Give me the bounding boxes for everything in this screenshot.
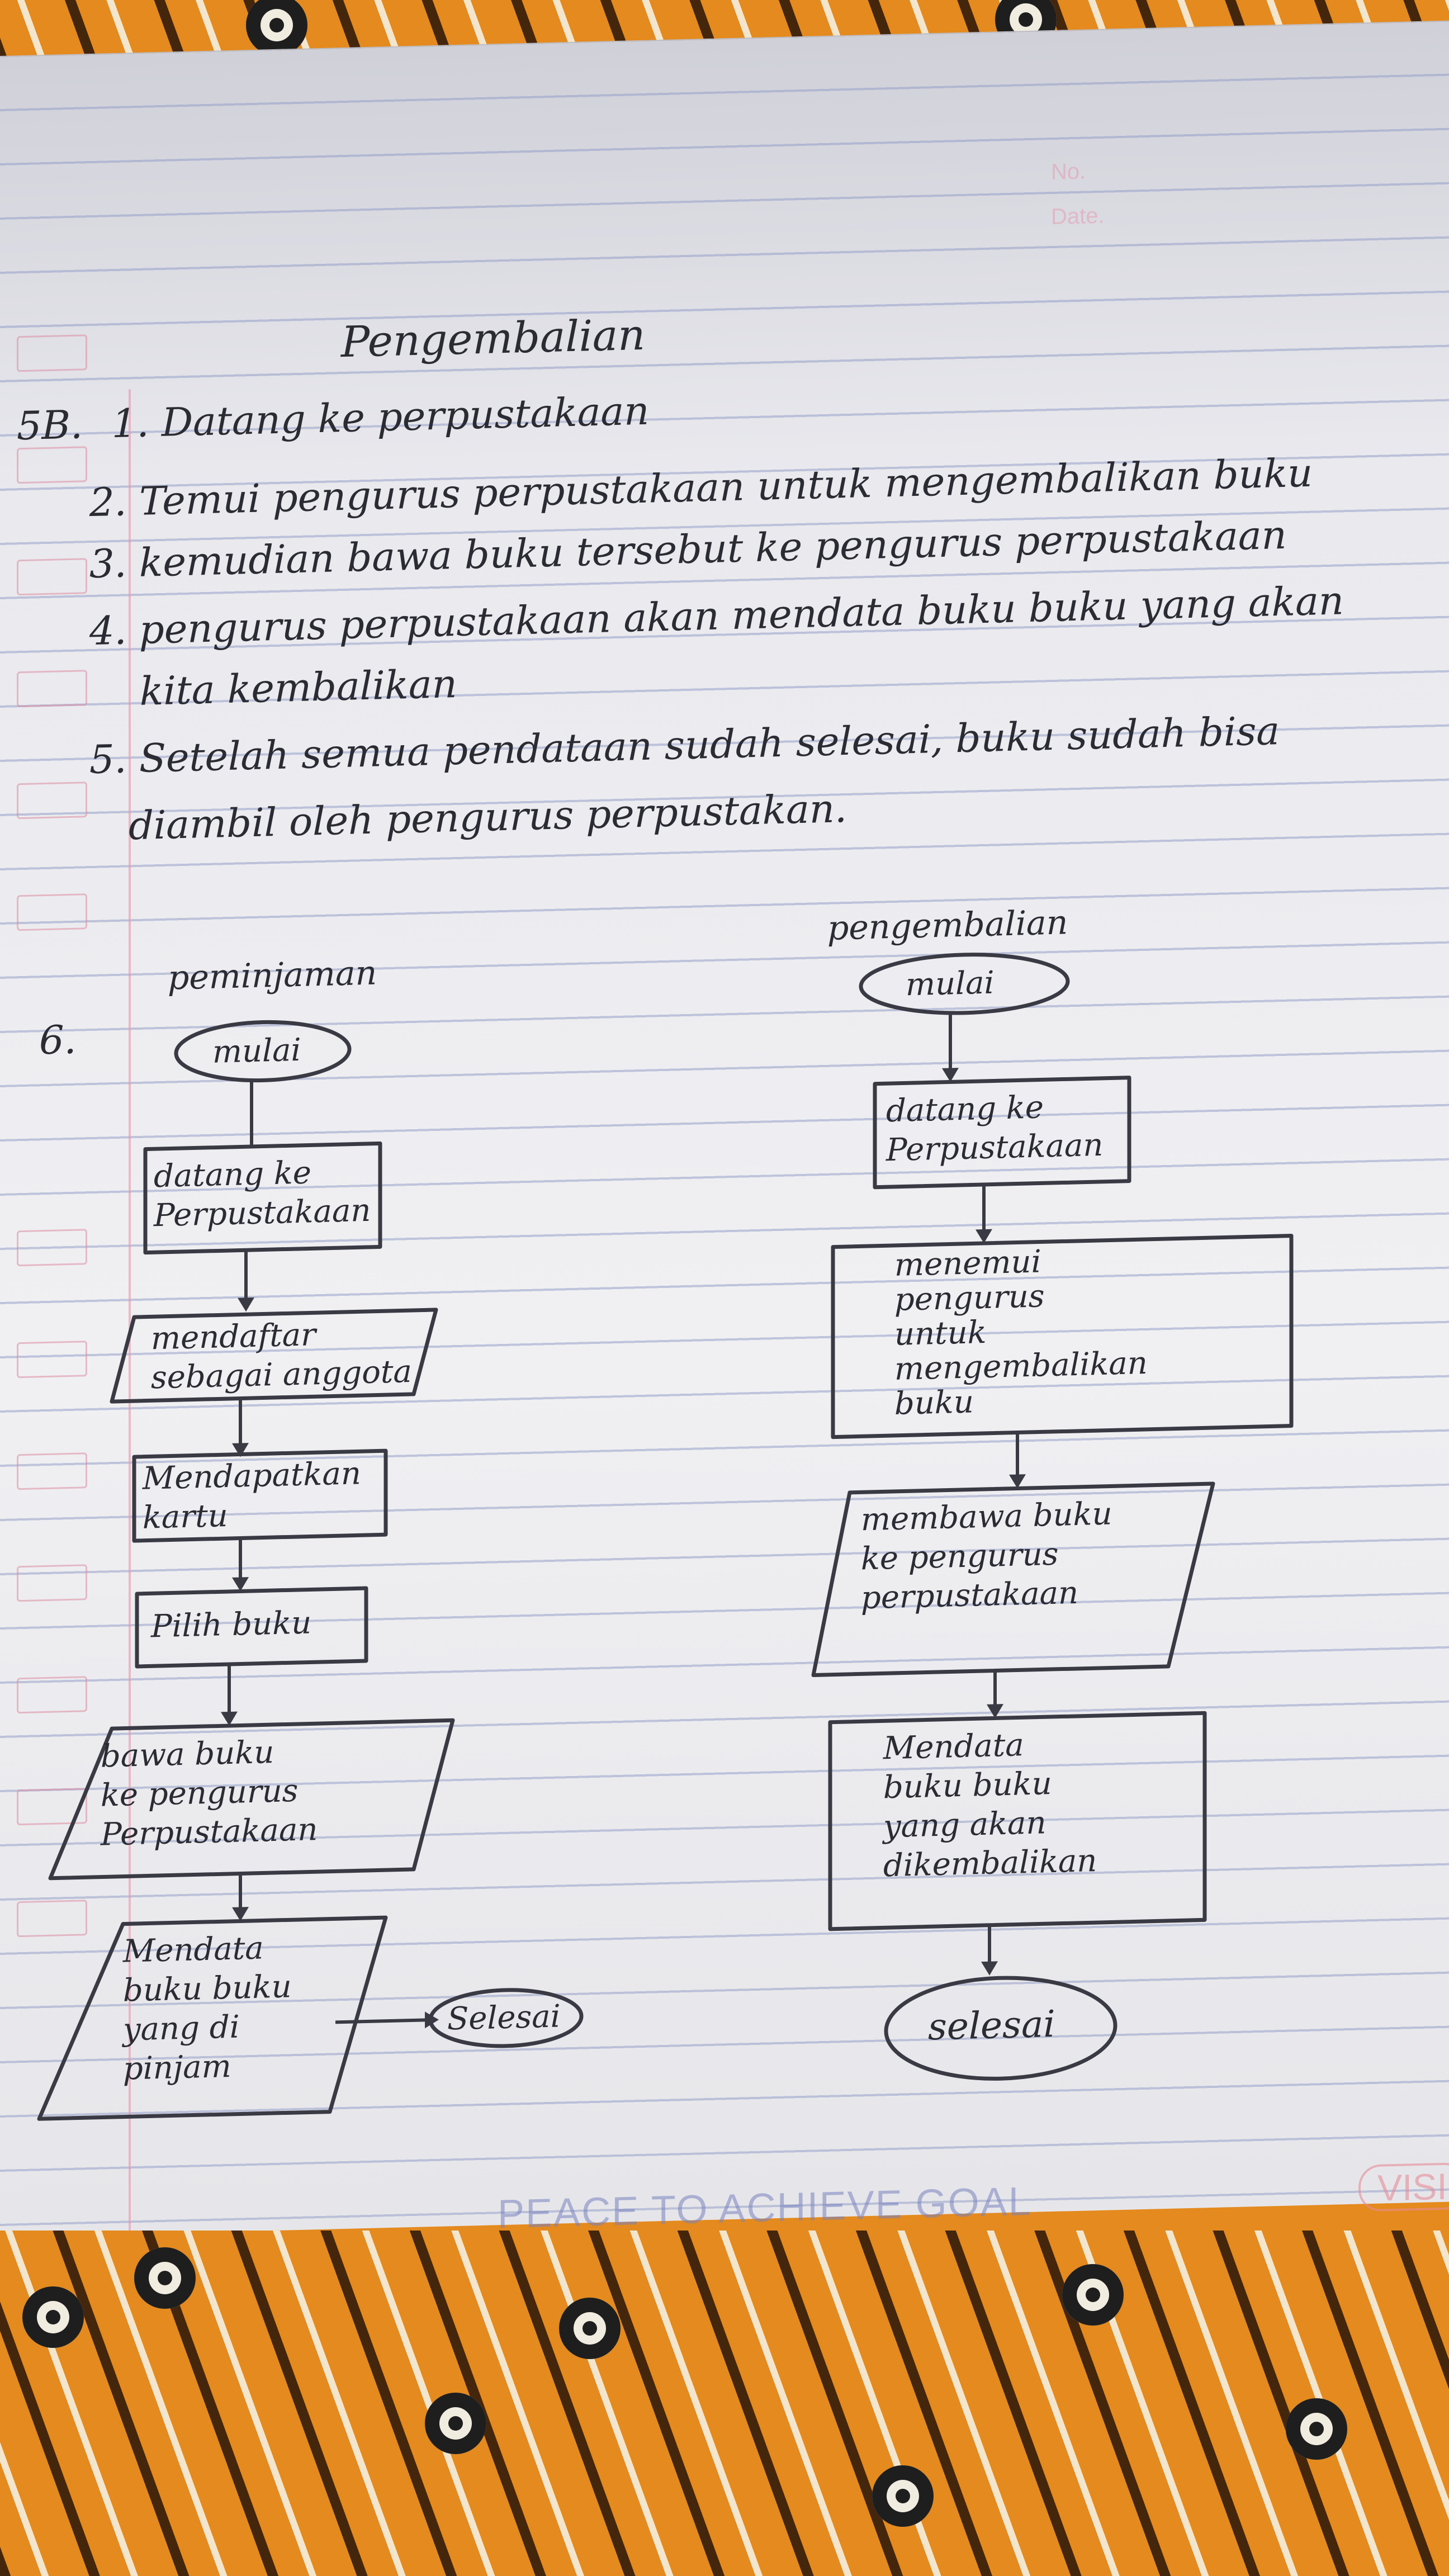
- batik-ring-icon: [134, 2247, 196, 2309]
- footer-badge: VISI: [1358, 2162, 1449, 2212]
- left-node-mendata: Mendata buku buku yang di pinjam: [123, 1930, 292, 2087]
- right-end-oval: [884, 1976, 1117, 2081]
- batik-ring-icon: [872, 2465, 934, 2527]
- left-arrowhead: [232, 1907, 249, 1921]
- right-arrowhead: [981, 1961, 998, 1976]
- left-arrowhead: [221, 1711, 238, 1726]
- right-arrowhead: [987, 1704, 1003, 1718]
- left-end-oval: [428, 1988, 584, 2048]
- right-para-membawa: [811, 1481, 1215, 1677]
- left-arrowhead: [238, 1297, 254, 1312]
- batik-ring-icon: [1286, 2398, 1347, 2460]
- batik-ring-icon: [1062, 2264, 1124, 2326]
- right-start-oval: [859, 953, 1070, 1015]
- batik-ring-icon: [559, 2298, 621, 2359]
- batik-ring-icon: [425, 2393, 486, 2454]
- right-arrowhead: [1009, 1474, 1026, 1489]
- left-node-mendaftar: mendaftar sebagai anggota: [151, 1317, 412, 1396]
- left-para-mendaftar: [110, 1308, 438, 1404]
- flowchart-diagram: [37, 953, 1294, 2121]
- batik-ring-icon: [22, 2286, 84, 2348]
- left-arrowhead: [232, 1577, 249, 1592]
- right-node-selesai: selesai: [928, 2002, 1055, 2049]
- left-box-pilih: [135, 1586, 368, 1669]
- batik-ring-icon: [246, 0, 307, 56]
- left-node-kartu: Mendapatkan kartu: [143, 1455, 361, 1536]
- right-arrowhead: [942, 1068, 959, 1082]
- left-box-datang: [143, 1141, 382, 1255]
- right-node-mulai: mulai: [906, 964, 995, 1003]
- left-node-datang: datang ke Perpustakaan: [154, 1154, 371, 1234]
- notebook-page: No. Date. Pengembalian 5B. 1. Datang ke …: [0, 20, 1449, 2238]
- right-box-mendata: [828, 1711, 1207, 1931]
- right-node-mendata: Mendata buku buku yang akan dikembalikan: [883, 1727, 1097, 1884]
- left-arrow-to-end: [335, 2018, 436, 2024]
- right-arrowhead: [976, 1229, 992, 1243]
- right-node-datang: datang ke Perpustakaan: [886, 1089, 1104, 1169]
- left-node-mulai: mulai: [212, 1031, 301, 1071]
- left-arrowhead: [232, 1443, 249, 1457]
- left-node-pilih: Pilih buku: [151, 1604, 312, 1645]
- left-start-oval: [174, 1020, 352, 1083]
- left-para-bawa: [48, 1718, 455, 1881]
- right-box-menemui: [831, 1234, 1294, 1439]
- right-box-datang: [873, 1076, 1131, 1190]
- batik-cloth-bottom: [0, 2231, 1449, 2576]
- left-node-selesai: Selesai: [447, 1998, 561, 2038]
- right-node-membawa: membawa buku ke pengurus perpustakaan: [861, 1495, 1112, 1617]
- left-para-mendata: [37, 1915, 388, 2121]
- left-node-bawa: bawa buku ke pengurus Perpustakaan: [101, 1734, 318, 1853]
- left-box-kartu: [132, 1448, 388, 1543]
- right-node-menemui: menemui pengurus untuk mengembalikan buk…: [894, 1243, 1148, 1422]
